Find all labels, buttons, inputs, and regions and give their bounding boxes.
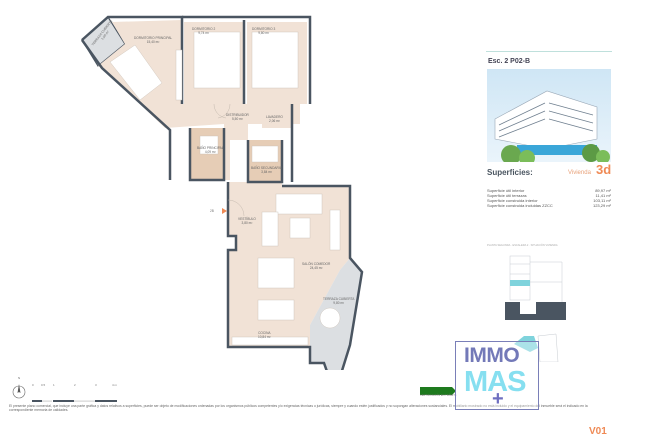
key-plan <box>500 252 570 363</box>
watermark-logo: IMMO MAS + <box>455 341 539 410</box>
logo-immo-text: IMMO <box>464 344 520 367</box>
energy-certification-caption: CERTIFICACIÓN EN TRÁMITE <box>420 394 457 397</box>
north-arrow-icon <box>11 381 27 399</box>
logo-plus-icon: + <box>492 388 504 410</box>
energy-rating-arrow-icon <box>420 382 456 395</box>
building-render <box>487 69 611 162</box>
logo-mas-text: MAS <box>464 366 526 398</box>
header-rule <box>486 51 612 52</box>
dwelling-label: Vivienda <box>568 170 591 176</box>
surfaces-title: Superficies: <box>487 168 533 177</box>
scale-tick: 0 <box>32 383 34 387</box>
scale-bar <box>32 390 120 402</box>
scale-tick: 0.5 <box>41 383 46 387</box>
legal-disclaimer: El presente plano comercial, que incluye… <box>9 404 588 413</box>
floor-plan-drawing <box>80 15 364 391</box>
scale-tick: 2 <box>74 383 76 387</box>
north-label: N <box>18 376 21 380</box>
key-plan-caption: PLANTA SEGUNDA · ESCALERA 2 · SITUACIÓN … <box>487 244 558 247</box>
entrance-marker: 2B <box>210 209 214 213</box>
dwelling-type: 3d <box>596 162 612 177</box>
unit-code: Esc. 2 P02-B <box>488 58 531 65</box>
scale-tick: 3 <box>95 383 97 387</box>
scale-tick: 4 m <box>112 383 118 387</box>
sheet-code: V01 <box>589 426 607 437</box>
scale-tick: 1 <box>53 383 55 387</box>
